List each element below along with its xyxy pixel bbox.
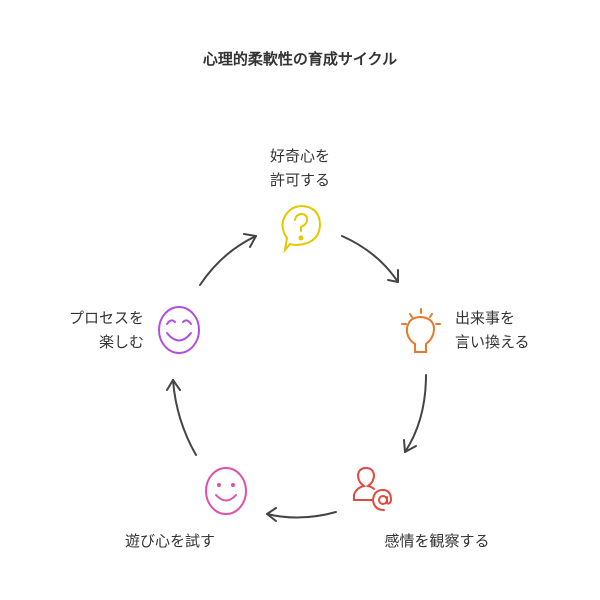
arrow-5 xyxy=(166,379,197,456)
label-line: 出来事を xyxy=(455,309,516,327)
arrow-2 xyxy=(341,235,399,283)
label-line: 遊び心を試す xyxy=(124,532,215,550)
lightbulb-icon xyxy=(401,308,441,353)
step-label-reframe: 出来事を 言い換える xyxy=(455,306,530,354)
label-line: 言い換える xyxy=(455,333,530,351)
arrow-1 xyxy=(199,233,257,286)
step-label-play: 遊び心を試す xyxy=(100,529,240,553)
step-label-enjoy: プロセスを 楽しむ xyxy=(24,306,144,354)
step-label-observe: 感情を観察する xyxy=(367,529,507,553)
happy-face-icon xyxy=(158,306,200,354)
label-line: 許可する xyxy=(269,171,330,189)
label-line: 楽しむ xyxy=(98,333,144,351)
label-line: 感情を観察する xyxy=(384,532,490,550)
diagram-title: 心理的柔軟性の育成サイクル xyxy=(202,50,398,68)
user-at-icon xyxy=(353,466,393,511)
step-label-curiosity: 好奇心を 許可する xyxy=(250,144,350,192)
smile-icon xyxy=(205,467,247,515)
label-line: プロセスを xyxy=(68,309,144,327)
arrow-4 xyxy=(266,507,337,522)
label-line: 好奇心を xyxy=(269,147,330,165)
question-bubble-icon xyxy=(281,204,322,254)
arrow-3 xyxy=(403,374,427,453)
